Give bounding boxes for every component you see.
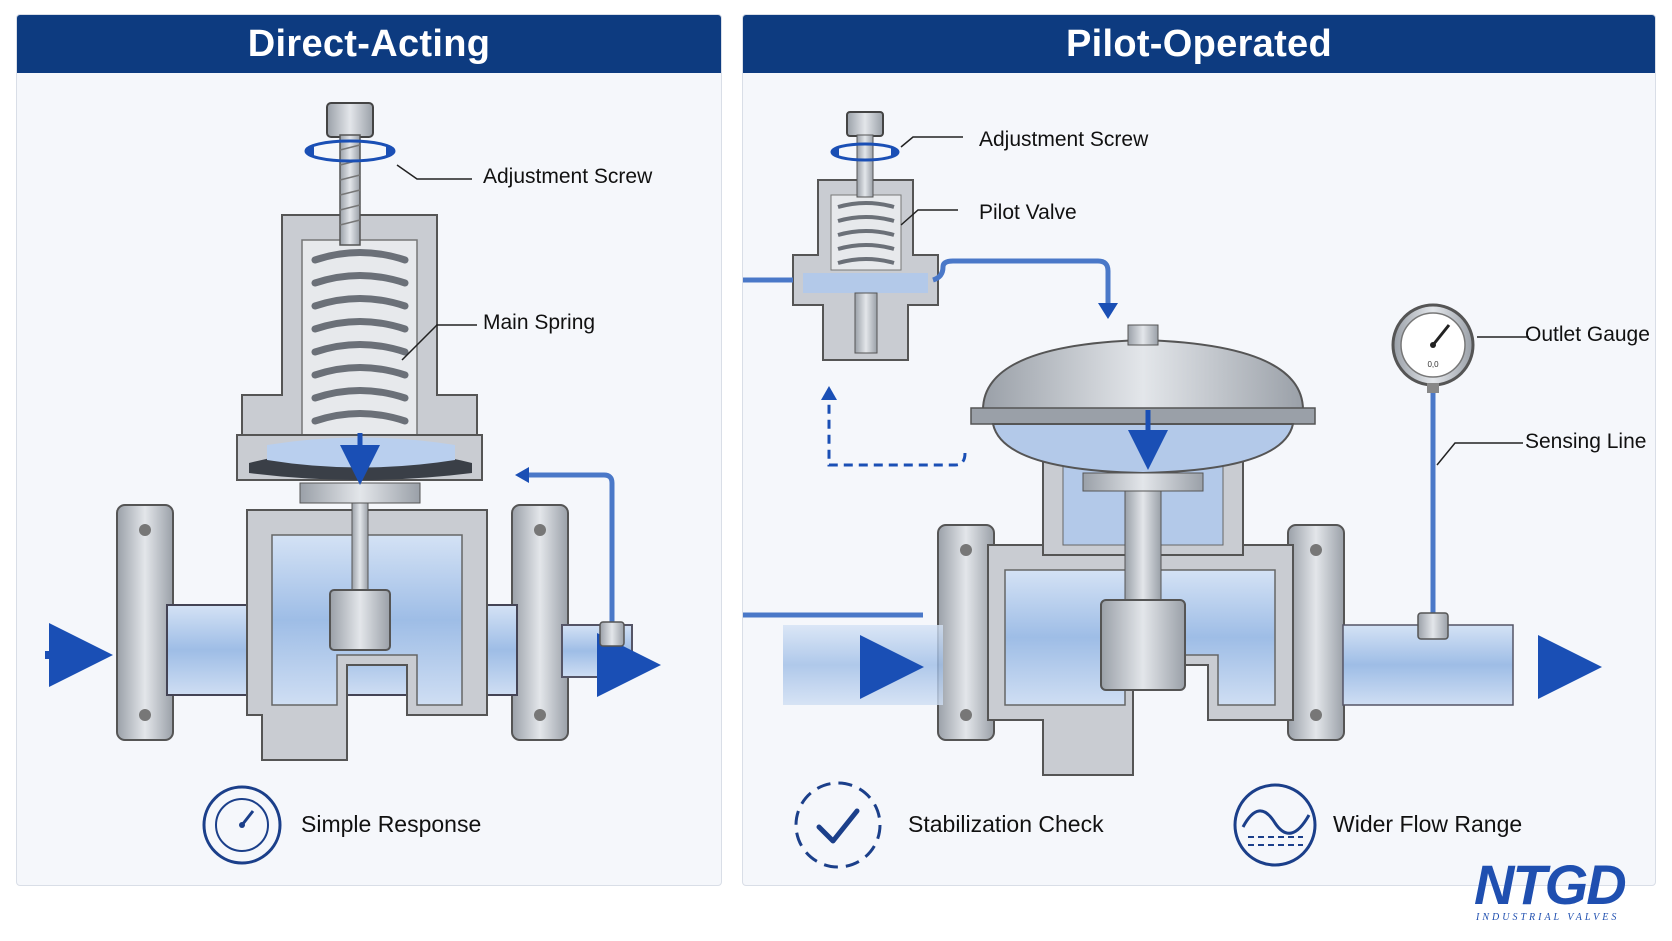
outlet-gauge: 0,0	[1391, 303, 1475, 393]
feature-stabilization-check: Stabilization Check	[908, 811, 1104, 837]
main-spring	[311, 249, 409, 425]
callout-pilot-adjustment-screw: Adjustment Screw	[979, 128, 1149, 151]
wave-icon	[1233, 783, 1317, 867]
panel-title-pilot-operated: Pilot-Operated	[743, 15, 1655, 73]
callout-main-spring: Main Spring	[483, 311, 596, 334]
callout-outlet-gauge: Outlet Gauge	[1525, 323, 1650, 346]
outlet-flange	[511, 504, 569, 741]
rotation-arrow-icon	[830, 142, 900, 162]
panel-title-direct-acting: Direct-Acting	[17, 15, 721, 73]
logo-name: NTGD	[1474, 853, 1627, 916]
dome-actuator	[970, 324, 1316, 475]
direct-acting-panel: Direct-Acting	[16, 14, 722, 886]
feature-simple-response: Simple Response	[301, 811, 482, 837]
pilot-adjustment-screw	[846, 111, 884, 198]
valve-stem	[299, 482, 421, 651]
pilot-operated-panel: Pilot-Operated	[742, 14, 1656, 886]
callout-adjustment-screw: Adjustment Screw	[483, 165, 653, 188]
inlet-flange	[937, 524, 995, 741]
pilot-supply-line	[743, 277, 923, 618]
pilot-valve	[792, 179, 939, 361]
callout-sensing-line: Sensing Line	[1525, 430, 1647, 453]
ntgd-logo: NTGD INDUSTRIAL VALVES	[1474, 853, 1664, 926]
pilot-operated-valve-diagram: 0,0	[743, 111, 1602, 869]
gauge-icon	[202, 785, 282, 865]
checkmark-icon	[794, 781, 882, 869]
feature-wider-flow-range: Wider Flow Range	[1333, 811, 1523, 837]
inlet-flange	[116, 504, 174, 741]
outlet-flange	[1287, 524, 1345, 741]
gauge-face-text: 0,0	[1427, 360, 1439, 369]
rotation-arrow-icon	[304, 139, 396, 163]
sensing-line	[527, 472, 615, 635]
callout-pilot-valve: Pilot Valve	[979, 201, 1077, 224]
direct-acting-valve-diagram	[45, 102, 661, 865]
main-valve-stem	[1082, 472, 1204, 691]
logo-subtitle: INDUSTRIAL VALVES	[1476, 912, 1620, 923]
feedback-line	[827, 393, 967, 467]
pilot-loading-line	[932, 258, 1111, 303]
